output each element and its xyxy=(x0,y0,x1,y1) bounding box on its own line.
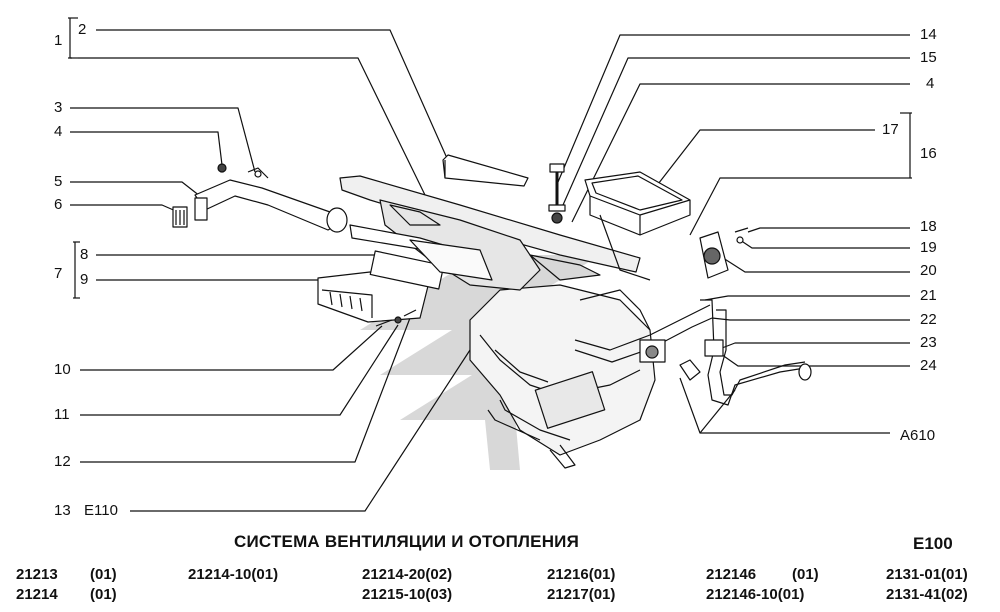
callout-a610-reference: А610 xyxy=(900,427,936,444)
callout-4-left: 4 xyxy=(54,123,63,140)
callout-2: 2 xyxy=(78,21,87,38)
model-21217: 21217(01) xyxy=(547,586,616,603)
callout-23: 23 xyxy=(920,334,937,351)
callout-15: 15 xyxy=(920,49,937,66)
callout-3: 3 xyxy=(54,99,63,116)
part-3-4-fasteners xyxy=(217,163,269,179)
model-21216: 21216(01) xyxy=(547,566,616,583)
dashboard-panel xyxy=(339,175,641,291)
model-21214: 21214 xyxy=(16,586,58,603)
model-21215-10: 21215-10(03) xyxy=(362,586,453,603)
model-21213: 21213 xyxy=(16,566,58,583)
callout-22: 22 xyxy=(920,311,937,328)
model-21213-variant: (01) xyxy=(90,566,117,583)
model-2131-01: 2131-01(01) xyxy=(886,566,968,583)
callout-21: 21 xyxy=(920,287,937,304)
model-212146-variant: (01) xyxy=(792,566,819,583)
part-14-15-bolt xyxy=(548,163,566,224)
callout-19: 19 xyxy=(920,239,937,256)
exploded-parts-diagram xyxy=(68,17,912,512)
diagram-title: СИСТЕМА ВЕНТИЛЯЦИИ И ОТОПЛЕНИЯ xyxy=(234,532,580,551)
callout-24: 24 xyxy=(920,357,937,374)
part-9-vent-grille xyxy=(317,239,493,323)
callout-1: 1 xyxy=(54,32,63,49)
part-20-cover xyxy=(699,227,749,279)
part-2-bracket xyxy=(442,154,529,187)
model-21214-20: 21214-20(02) xyxy=(362,566,453,583)
heater-housing xyxy=(469,284,656,469)
model-212146-10: 212146-10(01) xyxy=(706,586,805,603)
heater-hoses xyxy=(574,299,812,406)
callout-6: 6 xyxy=(54,196,63,213)
callout-20: 20 xyxy=(920,262,937,279)
callout-4-right: 4 xyxy=(926,75,935,92)
callout-12: 12 xyxy=(54,453,71,470)
part-17-air-intake xyxy=(584,171,691,281)
callout-8: 8 xyxy=(80,246,89,263)
leader-lines-right xyxy=(557,34,912,434)
diagram-code: Е100 xyxy=(913,534,953,553)
part-5-6-clips xyxy=(172,197,208,228)
model-21214-variant: (01) xyxy=(90,586,117,603)
callout-17: 17 xyxy=(882,121,899,138)
callout-5: 5 xyxy=(54,173,63,190)
callout-13-reference: Е110 xyxy=(84,502,118,519)
callout-7: 7 xyxy=(54,265,63,282)
model-21214-10: 21214-10(01) xyxy=(188,566,279,583)
model-212146: 212146 xyxy=(706,566,757,583)
callout-11: 11 xyxy=(54,406,70,423)
model-2131-41: 2131-41(02) xyxy=(886,586,968,603)
callout-9: 9 xyxy=(80,271,89,288)
callout-13: 13 xyxy=(54,502,71,519)
callout-16: 16 xyxy=(920,145,937,162)
callout-10: 10 xyxy=(54,361,71,378)
callout-14: 14 xyxy=(920,26,937,43)
part-10-11-12-screws xyxy=(375,309,417,327)
callout-18: 18 xyxy=(920,218,937,235)
